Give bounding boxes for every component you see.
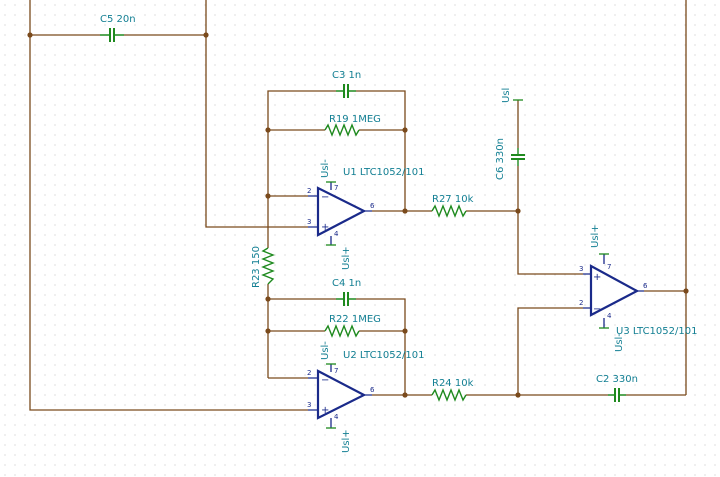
wire-u3-out [644,0,687,395]
u3-pin-noninv: 3 [579,265,583,273]
c2-label: C2 330n [596,374,638,385]
u1-supply-pos: Usl+ [341,246,352,270]
capacitor-c5[interactable]: C5 20n [100,14,136,42]
junction [402,208,408,214]
c4-label: C4 1n [332,278,361,289]
u3-supply-pos: Usl+ [590,224,601,248]
r23-label: R23 150 [251,246,262,288]
junction [515,392,521,398]
capacitor-c4[interactable]: C4 1n [332,278,361,306]
u3-pin-vpos: 7 [607,263,611,271]
junction [265,127,271,133]
junction [265,296,271,302]
u2-pin-noninv: 3 [307,401,311,409]
u3-label: U3 LTC1052/101 [616,326,697,337]
u1-plus-sign: + [321,222,329,233]
u2-minus-sign: − [321,375,329,386]
r22-label: R22 1MEG [329,314,381,325]
c6-supply: Usl [501,88,512,103]
capacitor-c2[interactable]: C2 330n [596,374,638,402]
junction [402,392,408,398]
r27-label: R27 10k [432,194,474,205]
u1-pin-noninv: 3 [307,218,311,226]
wire-u1-feedback-box [267,90,406,211]
opamp-u3[interactable]: + − 3 2 6 7 4 Usl+ Usl- U3 LTC1052/101 [579,224,697,352]
opamp-u1[interactable]: − + 2 3 6 7 4 Usl- Usl+ U1 LTC1052/101 [307,159,424,270]
resistor-r23[interactable]: R23 150 [251,246,275,288]
u1-pin-out: 6 [370,202,375,210]
u3-pin-out: 6 [643,282,648,290]
capacitor-c3[interactable]: C3 1n [332,70,361,98]
u3-minus-sign: − [593,304,601,315]
resistor-r19[interactable]: R19 1MEG [324,114,381,137]
junction [402,127,408,133]
u1-pin-vneg: 7 [334,184,338,192]
wire-u3-inv [517,307,583,395]
wire-u2-feedback-box [268,298,406,395]
junctions [27,32,689,398]
junction [203,32,209,38]
c6-label: C6 330n [495,138,506,180]
u2-pin-vpos: 4 [334,413,339,421]
u1-pin-vpos: 4 [334,230,339,238]
u2-pin-inv: 2 [307,369,311,377]
u2-label: U2 LTC1052/101 [343,350,424,361]
junction [27,32,33,38]
junction [402,328,408,334]
u3-plus-sign: + [593,272,601,283]
junction [265,193,271,199]
junction [515,208,521,214]
junction [683,288,689,294]
wire-left-bus [29,0,308,411]
c5-label: C5 20n [100,14,136,25]
u1-minus-sign: − [321,192,329,203]
wire-u1-noninv [205,0,308,228]
u3-supply-neg: Usl- [614,333,625,352]
r19-label: R19 1MEG [329,114,381,125]
u2-supply-pos: Usl+ [341,429,352,453]
opamp-u2[interactable]: − + 2 3 6 7 4 Usl- Usl+ U2 LTC1052/101 [307,341,424,453]
u2-supply-neg: Usl- [320,341,331,360]
resistor-r27[interactable]: R27 10k [431,194,474,218]
resistor-r24[interactable]: R24 10k [431,378,474,402]
wire-c6-node [517,100,583,275]
u2-pin-vneg: 7 [334,367,338,375]
resistor-r22[interactable]: R22 1MEG [324,314,381,338]
u1-label: U1 LTC1052/101 [343,167,424,178]
r24-label: R24 10k [432,378,474,389]
junction [265,328,271,334]
u2-pin-out: 6 [370,386,375,394]
u1-supply-neg: Usl- [320,159,331,178]
u3-pin-vneg: 4 [607,312,612,320]
c3-label: C3 1n [332,70,361,81]
capacitor-c6[interactable]: Usl C6 330n [495,88,525,180]
u3-pin-inv: 2 [579,299,583,307]
u2-plus-sign: + [321,405,329,416]
u1-pin-inv: 2 [307,187,311,195]
